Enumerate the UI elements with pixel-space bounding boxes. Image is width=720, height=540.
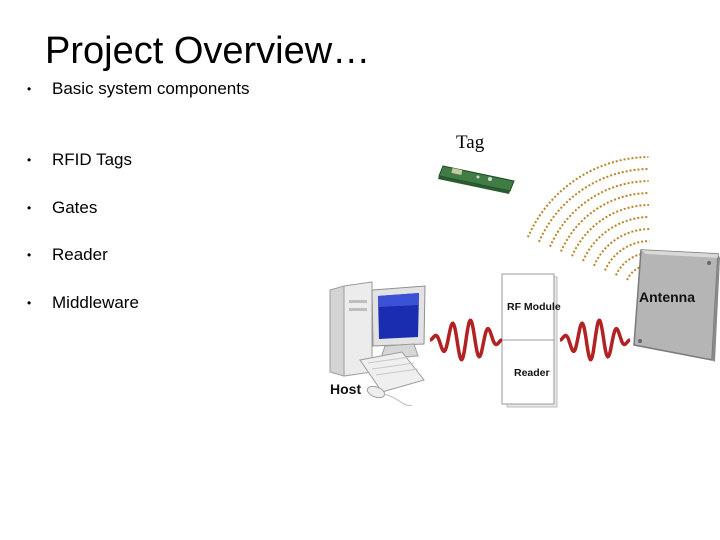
- bullet-item: • RFID Tags: [27, 150, 132, 170]
- rf-field-arc: [582, 216, 650, 262]
- reader-antenna-wave: [559, 318, 631, 362]
- host-label: Host: [330, 381, 361, 397]
- host-reader-wave: [429, 318, 503, 362]
- bullet-dot: •: [27, 296, 32, 310]
- rf-field-arc: [604, 240, 650, 271]
- reader-label: Reader: [514, 367, 550, 379]
- bullet-dot: •: [27, 248, 32, 262]
- bullet-dot: •: [27, 82, 32, 96]
- bullet-text: RFID Tags: [52, 150, 132, 169]
- rf-field-arc: [615, 252, 650, 276]
- bullet-text: Middleware: [52, 293, 139, 312]
- bullet-item: • Middleware: [27, 293, 139, 313]
- tag-label: Tag: [456, 132, 485, 153]
- bullet-dot: •: [27, 153, 32, 167]
- rf-field-arc: [526, 156, 649, 238]
- rf-field-arc: [549, 180, 649, 248]
- rf-field-arc: [538, 168, 649, 243]
- antenna-label: Antenna: [639, 289, 695, 305]
- bullet-dot: •: [27, 201, 32, 215]
- bullet-item: • Basic system components: [27, 79, 249, 99]
- bullet-text: Reader: [52, 245, 108, 264]
- reader-device-icon: [501, 273, 558, 408]
- slide-title: Project Overview…: [45, 30, 371, 72]
- bullet-item: • Gates: [27, 198, 97, 218]
- rf-field-arc: [560, 192, 649, 252]
- rf-module-label: RF Module: [507, 301, 561, 313]
- rf-field-arc: [571, 204, 649, 257]
- rfid-tag-icon: [438, 165, 515, 194]
- host-computer-icon: [329, 281, 426, 407]
- bullet-item: • Reader: [27, 245, 108, 265]
- bullet-text: Gates: [52, 198, 98, 217]
- rf-field-arcs: [526, 156, 650, 281]
- bullet-text: Basic system components: [52, 79, 250, 98]
- antenna-icon: [633, 249, 720, 362]
